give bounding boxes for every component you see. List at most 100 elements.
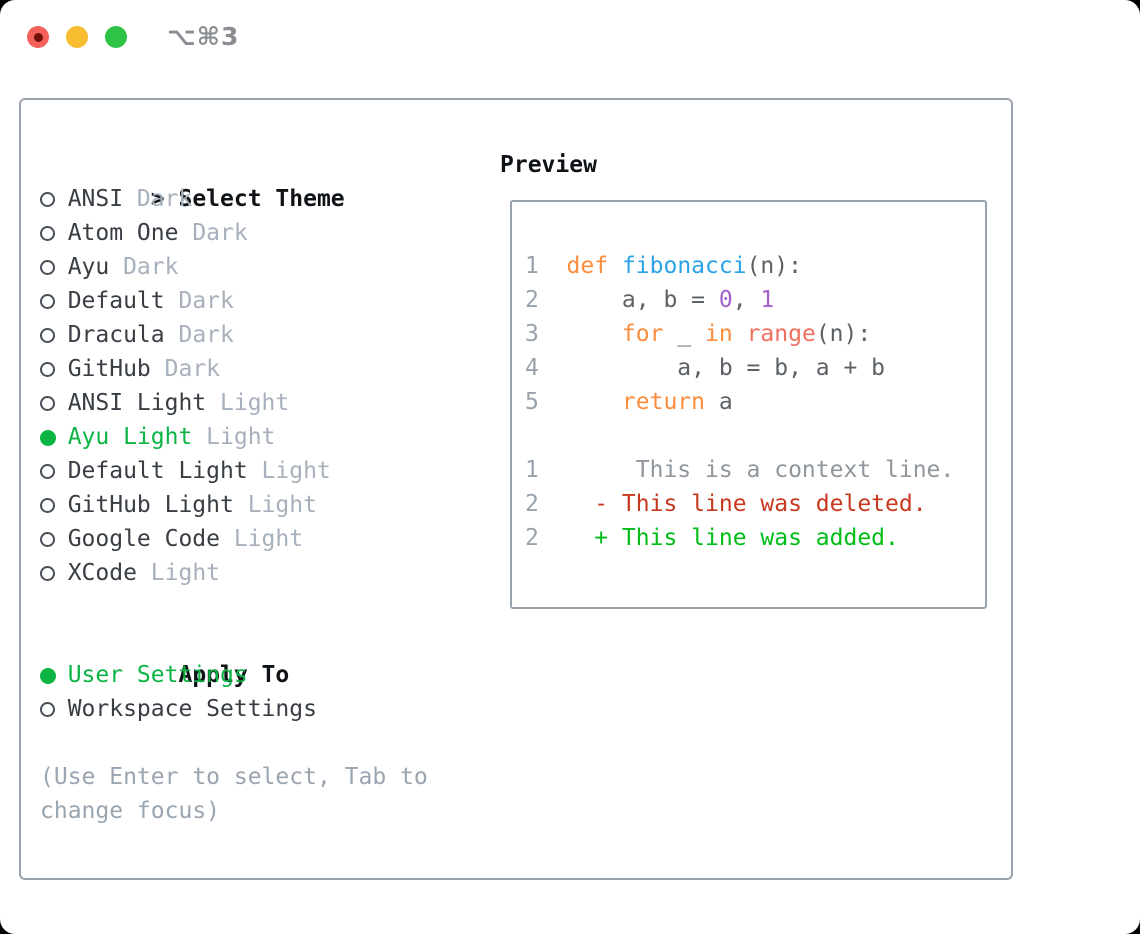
code-token xyxy=(733,321,747,347)
theme-list-item[interactable]: Default Dark xyxy=(40,284,428,318)
theme-name: Default xyxy=(67,288,165,314)
radio-icon xyxy=(40,362,55,377)
zoom-button[interactable] xyxy=(105,26,127,48)
code-line: 2 - This line was deleted. xyxy=(525,487,985,521)
code-token: 0 xyxy=(718,287,733,313)
code-token: a, b = b, a + b xyxy=(566,355,886,381)
apply-to-label: Workspace Settings xyxy=(67,696,317,722)
code-line: 5 return a xyxy=(525,385,985,419)
code-line: 2 + This line was added. xyxy=(525,521,985,555)
code-line: 4 a, b = b, a + b xyxy=(525,351,985,385)
line-number: 4 xyxy=(525,355,539,381)
code-token: fibonacci xyxy=(621,253,747,279)
hint-line-2: change focus) xyxy=(40,798,221,824)
radio-icon xyxy=(40,498,55,513)
spacer-row xyxy=(40,590,428,624)
theme-variant-tag: Light xyxy=(233,526,304,552)
traffic-lights xyxy=(27,26,127,48)
close-button[interactable] xyxy=(27,26,49,48)
radio-icon xyxy=(40,532,55,547)
line-number: 2 xyxy=(525,491,539,517)
select-theme-title: Select Theme xyxy=(178,186,345,212)
theme-name: GitHub Light xyxy=(67,492,234,518)
code-token: def xyxy=(566,253,609,279)
window-title: ⌥⌘3 xyxy=(167,22,240,51)
theme-list-item[interactable]: GitHub Dark xyxy=(40,352,428,386)
code-token xyxy=(567,321,622,347)
theme-variant-tag: Dark xyxy=(164,356,221,382)
theme-name: Dracula xyxy=(67,322,165,348)
line-number: 5 xyxy=(525,389,539,415)
code-token: return xyxy=(621,389,706,415)
apply-to-header-row: Apply To xyxy=(40,624,428,688)
code-line: 2 a, b = 0, 1 xyxy=(525,283,985,317)
radio-icon xyxy=(40,328,55,343)
theme-list-item[interactable]: Google Code Light xyxy=(40,522,428,556)
theme-variant-tag: Light xyxy=(220,390,290,416)
radio-icon xyxy=(40,192,55,207)
theme-name: GitHub xyxy=(67,356,151,382)
radio-selected-icon xyxy=(40,668,56,684)
line-number: 1 xyxy=(525,457,539,483)
theme-list-item[interactable]: Ayu Dark xyxy=(40,250,428,284)
close-dot-icon xyxy=(33,32,43,42)
minimize-button[interactable] xyxy=(66,26,88,48)
radio-selected-icon xyxy=(40,430,56,446)
selection-caret-icon: > xyxy=(150,186,165,212)
radio-icon xyxy=(40,226,55,241)
theme-variant-tag: Dark xyxy=(123,254,179,280)
theme-variant-tag: Light xyxy=(150,560,221,586)
spacer-row xyxy=(40,726,428,760)
code-token: - This line was deleted. xyxy=(566,491,927,517)
theme-list-item[interactable]: XCode Light xyxy=(40,556,428,590)
theme-name: Ayu xyxy=(67,254,110,280)
code-token: This is a context line. xyxy=(566,457,955,483)
radio-icon xyxy=(40,260,55,275)
code-line xyxy=(525,419,985,453)
code-token: 1 xyxy=(760,287,775,313)
theme-name: Google Code xyxy=(67,526,221,552)
code-token: + This line was added. xyxy=(566,525,899,551)
theme-variant-tag: Dark xyxy=(192,220,248,246)
code-token xyxy=(608,253,622,279)
code-line: 3 for _ in range(n): xyxy=(525,317,985,351)
theme-list-item[interactable]: Default Light Light xyxy=(40,454,428,488)
theme-name: Default Light xyxy=(67,458,248,484)
code-token: a, b = xyxy=(566,287,719,313)
apply-to-option[interactable]: User Settings xyxy=(40,658,428,692)
preview-title: Preview xyxy=(500,152,597,178)
select-theme-header-row: > Select Theme xyxy=(40,148,428,212)
line-number: 1 xyxy=(525,253,539,279)
code-token: _ xyxy=(663,321,706,347)
theme-name: XCode xyxy=(67,560,137,586)
theme-variant-tag: Dark xyxy=(178,288,234,314)
code-token: , xyxy=(732,287,761,313)
radio-icon xyxy=(40,702,55,717)
radio-icon xyxy=(40,566,55,581)
theme-variant-tag: Dark xyxy=(136,186,193,212)
apply-to-option[interactable]: Workspace Settings xyxy=(40,692,428,726)
code-token xyxy=(567,389,622,415)
theme-variant-tag: Light xyxy=(206,424,276,450)
radio-icon xyxy=(40,294,55,309)
radio-icon xyxy=(40,464,55,479)
code-line: 1 This is a context line. xyxy=(525,453,985,487)
code-token: in xyxy=(705,321,733,347)
code-token: (n): xyxy=(746,253,802,279)
hint-line-1: (Use Enter to select, Tab to xyxy=(40,764,428,790)
code-token: range xyxy=(746,321,816,347)
apply-to-label: User Settings xyxy=(67,662,248,688)
radio-icon xyxy=(40,396,55,411)
theme-variant-tag: Light xyxy=(261,458,331,484)
code-line: 1 def fibonacci(n): xyxy=(525,249,985,283)
